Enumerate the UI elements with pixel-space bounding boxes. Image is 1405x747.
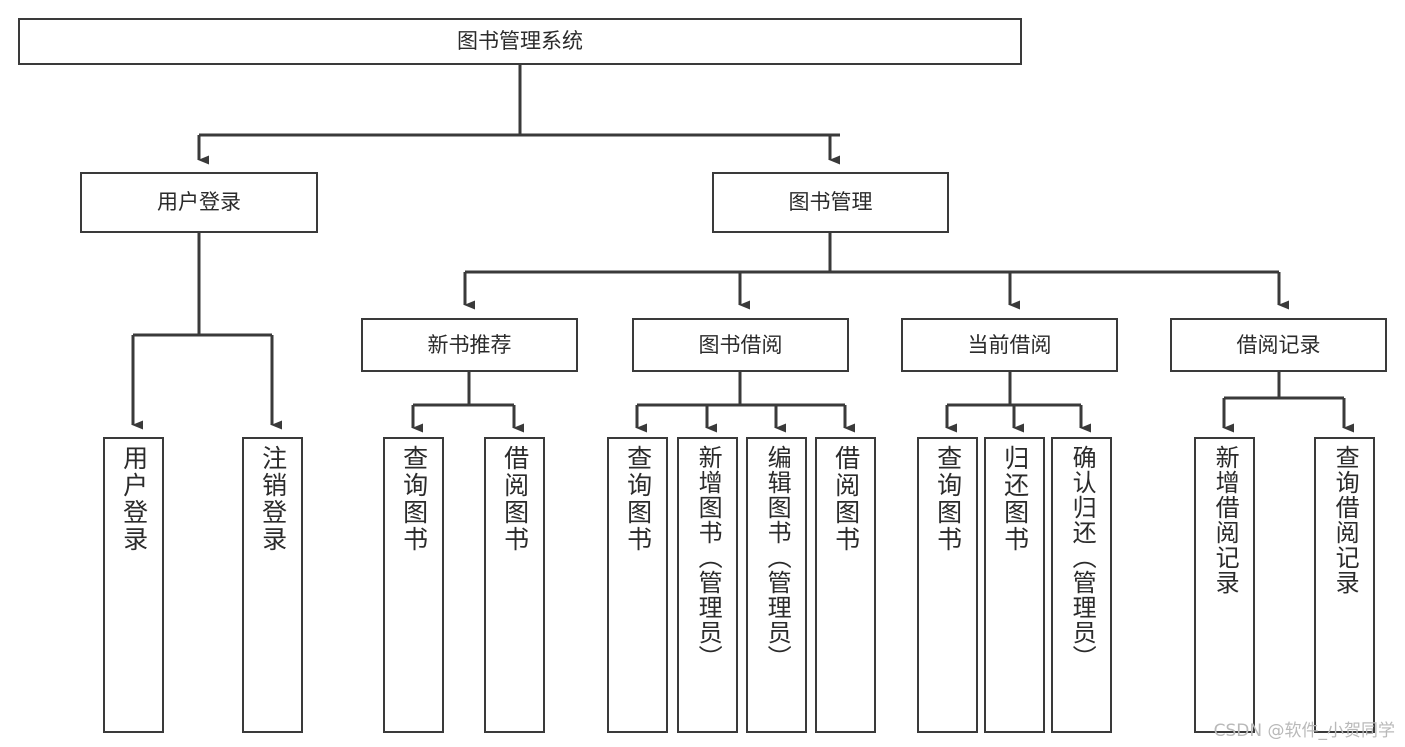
node-label: 查询图书	[623, 445, 653, 553]
node-label: 编辑图书（管理员）	[763, 445, 792, 670]
leaf-borrow-borrow-book[interactable]: 借阅图书	[815, 437, 876, 733]
node-label: 借阅记录	[1236, 332, 1321, 357]
node-user-login[interactable]: 用户登录	[80, 172, 318, 233]
node-label: 当前借阅	[967, 332, 1052, 357]
node-label: 归还图书	[1000, 445, 1030, 553]
node-label: 新增图书（管理员）	[694, 445, 723, 670]
node-label: 新书推荐	[427, 332, 512, 357]
leaf-current-query-book[interactable]: 查询图书	[917, 437, 978, 733]
node-root-system[interactable]: 图书管理系统	[18, 18, 1022, 65]
leaf-record-query-record[interactable]: 查询借阅记录	[1314, 437, 1375, 733]
node-label: 图书借阅	[698, 332, 783, 357]
node-new-book-recommend[interactable]: 新书推荐	[361, 318, 578, 372]
leaf-recommend-query-book[interactable]: 查询图书	[383, 437, 444, 733]
watermark: CSDN @软件_小贺同学	[1213, 721, 1395, 741]
leaf-borrow-query-book[interactable]: 查询图书	[607, 437, 668, 733]
leaf-recommend-borrow-book[interactable]: 借阅图书	[484, 437, 545, 733]
node-book-borrow[interactable]: 图书借阅	[632, 318, 849, 372]
node-label: 确认归还（管理员）	[1068, 445, 1097, 670]
node-current-borrow[interactable]: 当前借阅	[901, 318, 1118, 372]
leaf-current-return-book[interactable]: 归还图书	[984, 437, 1045, 733]
leaf-current-confirm-return-admin[interactable]: 确认归还（管理员）	[1051, 437, 1112, 733]
node-label: 查询图书	[933, 445, 963, 553]
node-book-management[interactable]: 图书管理	[712, 172, 949, 233]
node-label: 用户登录	[119, 445, 149, 553]
node-label: 查询图书	[399, 445, 429, 553]
leaf-user-login-login[interactable]: 用户登录	[103, 437, 164, 733]
node-label: 注销登录	[258, 445, 288, 553]
node-borrow-record[interactable]: 借阅记录	[1170, 318, 1387, 372]
leaf-user-login-logout[interactable]: 注销登录	[242, 437, 303, 733]
leaf-record-add-record[interactable]: 新增借阅记录	[1194, 437, 1255, 733]
leaf-borrow-edit-book-admin[interactable]: 编辑图书（管理员）	[746, 437, 807, 733]
node-label: 图书管理	[788, 190, 873, 215]
node-label: 借阅图书	[500, 445, 530, 553]
leaf-borrow-add-book-admin[interactable]: 新增图书（管理员）	[677, 437, 738, 733]
node-label: 用户登录	[157, 190, 241, 215]
node-label: 查询借阅记录	[1331, 445, 1360, 595]
node-label: 借阅图书	[831, 445, 861, 553]
node-label: 图书管理系统	[457, 29, 583, 54]
node-label: 新增借阅记录	[1211, 445, 1240, 595]
